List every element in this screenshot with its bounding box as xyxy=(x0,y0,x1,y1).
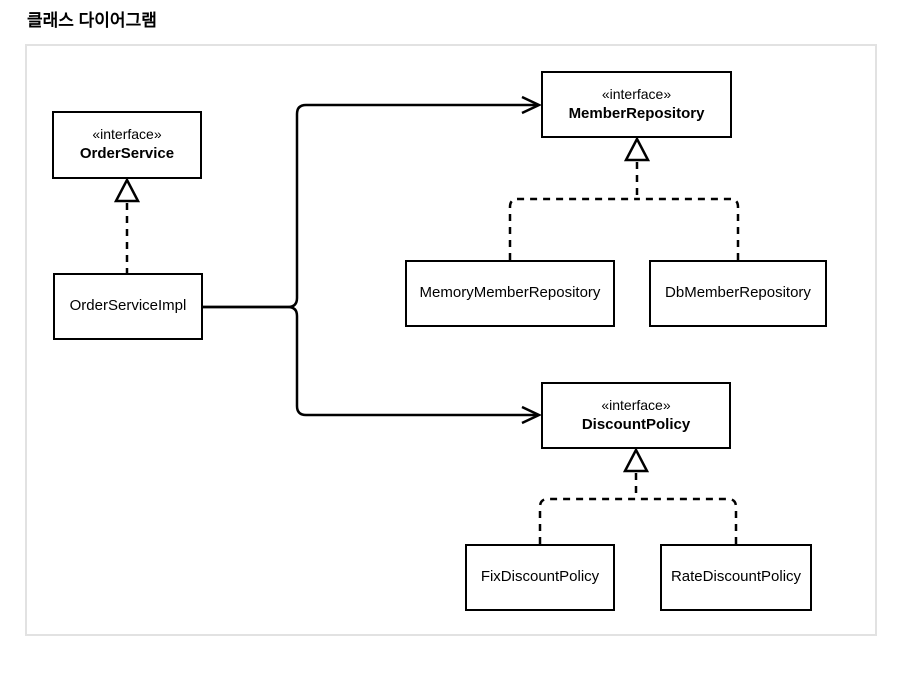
hollow-triangle-icon xyxy=(622,447,650,473)
class-name: OrderService xyxy=(79,145,175,163)
dependency-arrow-orderserviceimpl-to-discountpolicy xyxy=(201,305,542,425)
connectors-layer xyxy=(113,95,740,544)
class-name: FixDiscountPolicy xyxy=(480,568,600,586)
class-box-rate-discount-policy: RateDiscountPolicy xyxy=(660,544,812,611)
hollow-triangle-icon xyxy=(623,136,651,162)
realization-edge-orderserviceimpl-to-orderservice xyxy=(113,177,141,273)
stereotype-label: «interface» xyxy=(601,396,671,413)
hollow-triangle-icon xyxy=(113,177,141,203)
class-name: DbMemberRepository xyxy=(665,284,811,302)
class-box-discount-policy: «interface» DiscountPolicy xyxy=(541,382,731,449)
open-arrowhead-icon xyxy=(521,405,542,425)
realization-edges-to-memberrepository xyxy=(508,136,740,260)
class-name: DiscountPolicy xyxy=(581,415,691,433)
stereotype-label: «interface» xyxy=(601,85,672,102)
class-box-member-repository: «interface» MemberRepository xyxy=(541,71,732,138)
stereotype-label: «interface» xyxy=(92,126,162,143)
class-box-memory-member-repository: MemoryMemberRepository xyxy=(405,260,615,327)
diagram-canvas: «interface» OrderService OrderServiceImp… xyxy=(25,44,877,636)
open-arrowhead-icon xyxy=(521,95,542,115)
class-name: MemberRepository xyxy=(568,104,705,122)
class-box-order-service: «interface» OrderService xyxy=(52,111,202,179)
class-name: MemoryMemberRepository xyxy=(419,284,601,302)
class-box-order-service-impl: OrderServiceImpl xyxy=(53,273,203,340)
diagram-title: 클래스 다이어그램 xyxy=(27,11,157,30)
class-box-db-member-repository: DbMemberRepository xyxy=(649,260,827,327)
realization-edges-to-discountpolicy xyxy=(538,447,738,544)
class-name: RateDiscountPolicy xyxy=(670,568,802,586)
class-name: OrderServiceImpl xyxy=(69,297,187,315)
class-box-fix-discount-policy: FixDiscountPolicy xyxy=(465,544,615,611)
